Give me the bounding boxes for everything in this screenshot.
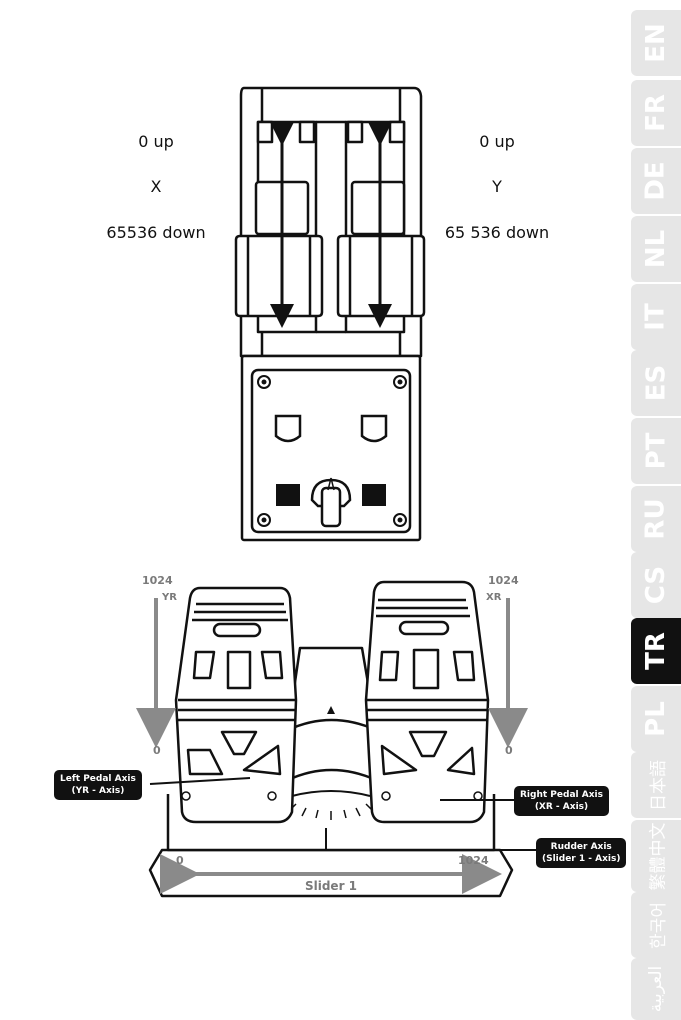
xr-axis-label: XR xyxy=(486,592,501,603)
left-pedal-callout-title: Left Pedal Axis xyxy=(60,773,136,785)
tab-ja[interactable]: 日本語 xyxy=(631,752,681,818)
tab-tr[interactable]: TR xyxy=(631,618,681,684)
tab-en[interactable]: EN xyxy=(631,10,681,76)
left-pedal-callout: Left Pedal Axis (YR - Axis) xyxy=(54,770,142,800)
left-axis-up-label: 0 up xyxy=(138,132,174,151)
right-axis-name-label: Y xyxy=(492,177,502,196)
tab-de[interactable]: DE xyxy=(631,148,681,214)
yr-max-label: 1024 xyxy=(142,574,173,587)
tab-pt[interactable]: PT xyxy=(631,418,681,484)
slider-axis-label: Slider 1 xyxy=(305,879,357,893)
right-pedal-callout-subtitle: (XR - Axis) xyxy=(520,801,603,813)
left-axis-name-label: X xyxy=(151,177,162,196)
xr-max-label: 1024 xyxy=(488,574,519,587)
left-axis-down-label: 65536 down xyxy=(106,223,205,242)
tab-zh[interactable]: 繁體中文 xyxy=(631,820,681,892)
right-axis-up-label: 0 up xyxy=(479,132,515,151)
tab-nl[interactable]: NL xyxy=(631,216,681,282)
yr-min-label: 0 xyxy=(153,744,161,757)
slider-min-label: 0 xyxy=(176,854,184,867)
yr-axis-label: YR xyxy=(162,592,177,603)
rudder-callout-title: Rudder Axis xyxy=(542,841,620,853)
tab-ar[interactable]: العربية xyxy=(631,958,681,1020)
throttle-illustration xyxy=(0,0,681,560)
tab-cs[interactable]: CS xyxy=(631,552,681,618)
right-axis-down-label: 65 536 down xyxy=(445,223,549,242)
tab-it[interactable]: IT xyxy=(631,284,681,350)
tab-ko[interactable]: 한국어 xyxy=(631,892,681,958)
tab-pl[interactable]: PL xyxy=(631,686,681,752)
xr-min-label: 0 xyxy=(505,744,513,757)
right-pedal-callout: Right Pedal Axis (XR - Axis) xyxy=(514,786,609,816)
tab-ru[interactable]: RU xyxy=(631,486,681,552)
right-pedal-callout-title: Right Pedal Axis xyxy=(520,789,603,801)
language-tabs: EN FR DE NL IT ES PT RU CS TR PL 日本語 繁體中… xyxy=(631,0,681,1020)
tab-es[interactable]: ES xyxy=(631,350,681,416)
rudder-callout: Rudder Axis (Slider 1 - Axis) xyxy=(536,838,626,868)
left-pedal-callout-subtitle: (YR - Axis) xyxy=(60,785,136,797)
tab-fr[interactable]: FR xyxy=(631,80,681,146)
rudder-callout-subtitle: (Slider 1 - Axis) xyxy=(542,853,620,865)
slider-max-label: 1024 xyxy=(458,854,489,867)
